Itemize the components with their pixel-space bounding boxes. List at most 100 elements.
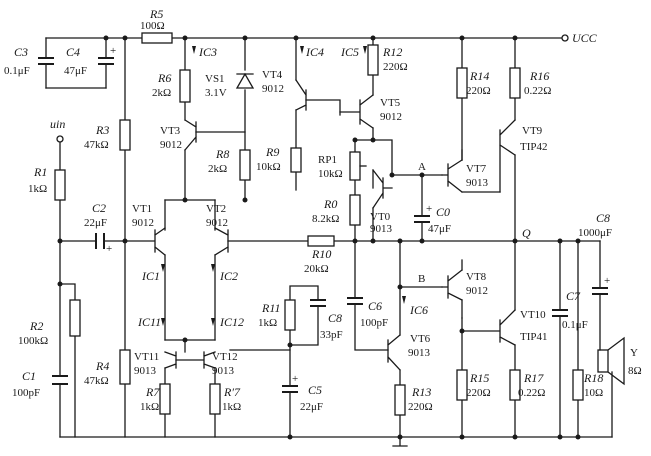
value-r6: 2kΩ: [152, 87, 171, 99]
label-r8: R8: [215, 147, 229, 161]
label-r14: R14: [469, 69, 489, 83]
value-vt3: 9012: [160, 139, 182, 151]
label-c2: C2: [92, 201, 106, 215]
r17-resistor: [509, 369, 521, 401]
value-c3: 0.1μF: [4, 65, 30, 77]
label-vt8: VT8: [466, 271, 487, 283]
value-speaker: 8Ω: [628, 365, 642, 377]
arrow-ic1-icon: [161, 264, 165, 272]
label-ic5: IC5: [340, 45, 359, 59]
label-c5: C5: [308, 383, 322, 397]
arrow-ic6-icon: [402, 296, 406, 304]
value-r14: 220Ω: [466, 85, 491, 97]
wire-vt7: [461, 149, 501, 193]
r8-resistor: [239, 149, 251, 181]
r13-resistor: [394, 384, 406, 416]
label-c0: C0: [436, 205, 450, 219]
label-c8a: C8: [328, 311, 342, 325]
r7p-resistor: [209, 383, 221, 415]
label-r16: R16: [529, 69, 549, 83]
label-ic6: IC6: [409, 303, 428, 317]
wire-bias: [354, 139, 393, 242]
label-vt2: VT2: [206, 203, 226, 215]
value-vt8: 9012: [466, 285, 488, 297]
value-r18: 10Ω: [584, 387, 603, 399]
value-vs1: 3.1V: [205, 87, 227, 99]
label-r12: R12: [382, 45, 402, 59]
label-vt7: VT7: [466, 163, 487, 175]
label-ic2: IC2: [219, 269, 238, 283]
label-vt0: VT0: [370, 211, 391, 223]
r9-resistor: [290, 147, 302, 173]
vt7-transistor: [441, 159, 463, 193]
vs1-zener: [235, 72, 255, 89]
value-r15: 220Ω: [466, 387, 491, 399]
label-ic3: IC3: [198, 45, 217, 59]
vt4-transistor: [295, 79, 307, 111]
r16-resistor: [509, 67, 521, 99]
wire-vt4-coll: [305, 99, 341, 116]
r15-resistor: [456, 369, 468, 401]
value-r2: 100kΩ: [18, 335, 48, 347]
vt11-transistor: [164, 351, 177, 369]
vt0-transistor: [372, 169, 393, 209]
label-r9: R9: [265, 145, 279, 159]
label-vt4: VT4: [262, 69, 283, 81]
label-c6: C6: [368, 299, 382, 313]
arrow-ic2-icon: [211, 264, 215, 272]
value-c8a: 33pF: [320, 329, 343, 341]
label-speaker: Y: [630, 347, 638, 359]
rp1-resistor: [349, 151, 361, 181]
wire-c6: [354, 240, 389, 351]
label-vt6: VT6: [410, 333, 431, 345]
label-vt10: VT10: [520, 309, 546, 321]
label-vt5: VT5: [380, 97, 401, 109]
value-r17: 0.22Ω: [518, 387, 545, 399]
label-ic12: IC12: [219, 315, 244, 329]
vt12-transistor: [175, 351, 216, 369]
value-c2: 22μF: [84, 217, 107, 229]
junctions: [57, 35, 581, 440]
arrow-ic4-icon: [300, 46, 304, 54]
value-r3: 47kΩ: [84, 139, 109, 151]
speaker-icon: [597, 336, 625, 386]
current-arrows: [161, 46, 406, 326]
label-node-q: Q: [522, 226, 531, 240]
label-r4: R4: [95, 359, 109, 373]
label-c1: C1: [22, 369, 36, 383]
vt5-transistor: [339, 94, 374, 129]
label-c8b: C8: [596, 211, 610, 225]
value-c1: 100pF: [12, 387, 40, 399]
label-r10: R10: [311, 247, 331, 261]
label-r15: R15: [469, 371, 489, 385]
label-vt3: VT3: [160, 125, 181, 137]
label-vt12: VT12: [212, 351, 238, 363]
transistors: [124, 79, 516, 371]
vt6-transistor: [387, 334, 401, 371]
value-rp1: 10kΩ: [318, 168, 343, 180]
label-c7: C7: [566, 289, 581, 303]
c1-capacitor: [52, 375, 68, 385]
label-node-a: A: [418, 161, 426, 173]
label-rp1: RP1: [318, 154, 337, 166]
uin-terminal: [56, 135, 64, 143]
value-vt10: TIP41: [520, 331, 548, 343]
r6-resistor: [179, 69, 191, 103]
value-c0: 47μF: [428, 223, 451, 235]
plus-c5: +: [292, 373, 298, 385]
label-r2: R2: [29, 319, 43, 333]
label-ic11: IC11: [137, 315, 161, 329]
value-r7: 1kΩ: [140, 401, 159, 413]
value-r11: 1kΩ: [258, 317, 277, 329]
value-r13: 220Ω: [408, 401, 433, 413]
c0-capacitor: [414, 215, 430, 223]
label-vt1: VT1: [132, 203, 152, 215]
value-r8: 2kΩ: [208, 163, 227, 175]
arrow-ic11-icon: [161, 318, 165, 326]
c4-capacitor: [98, 57, 114, 65]
r14-resistor: [456, 67, 468, 99]
ucc-terminal: [561, 34, 569, 42]
value-c7: 0.1μF: [562, 319, 588, 331]
arrow-ic12-icon: [211, 318, 215, 326]
